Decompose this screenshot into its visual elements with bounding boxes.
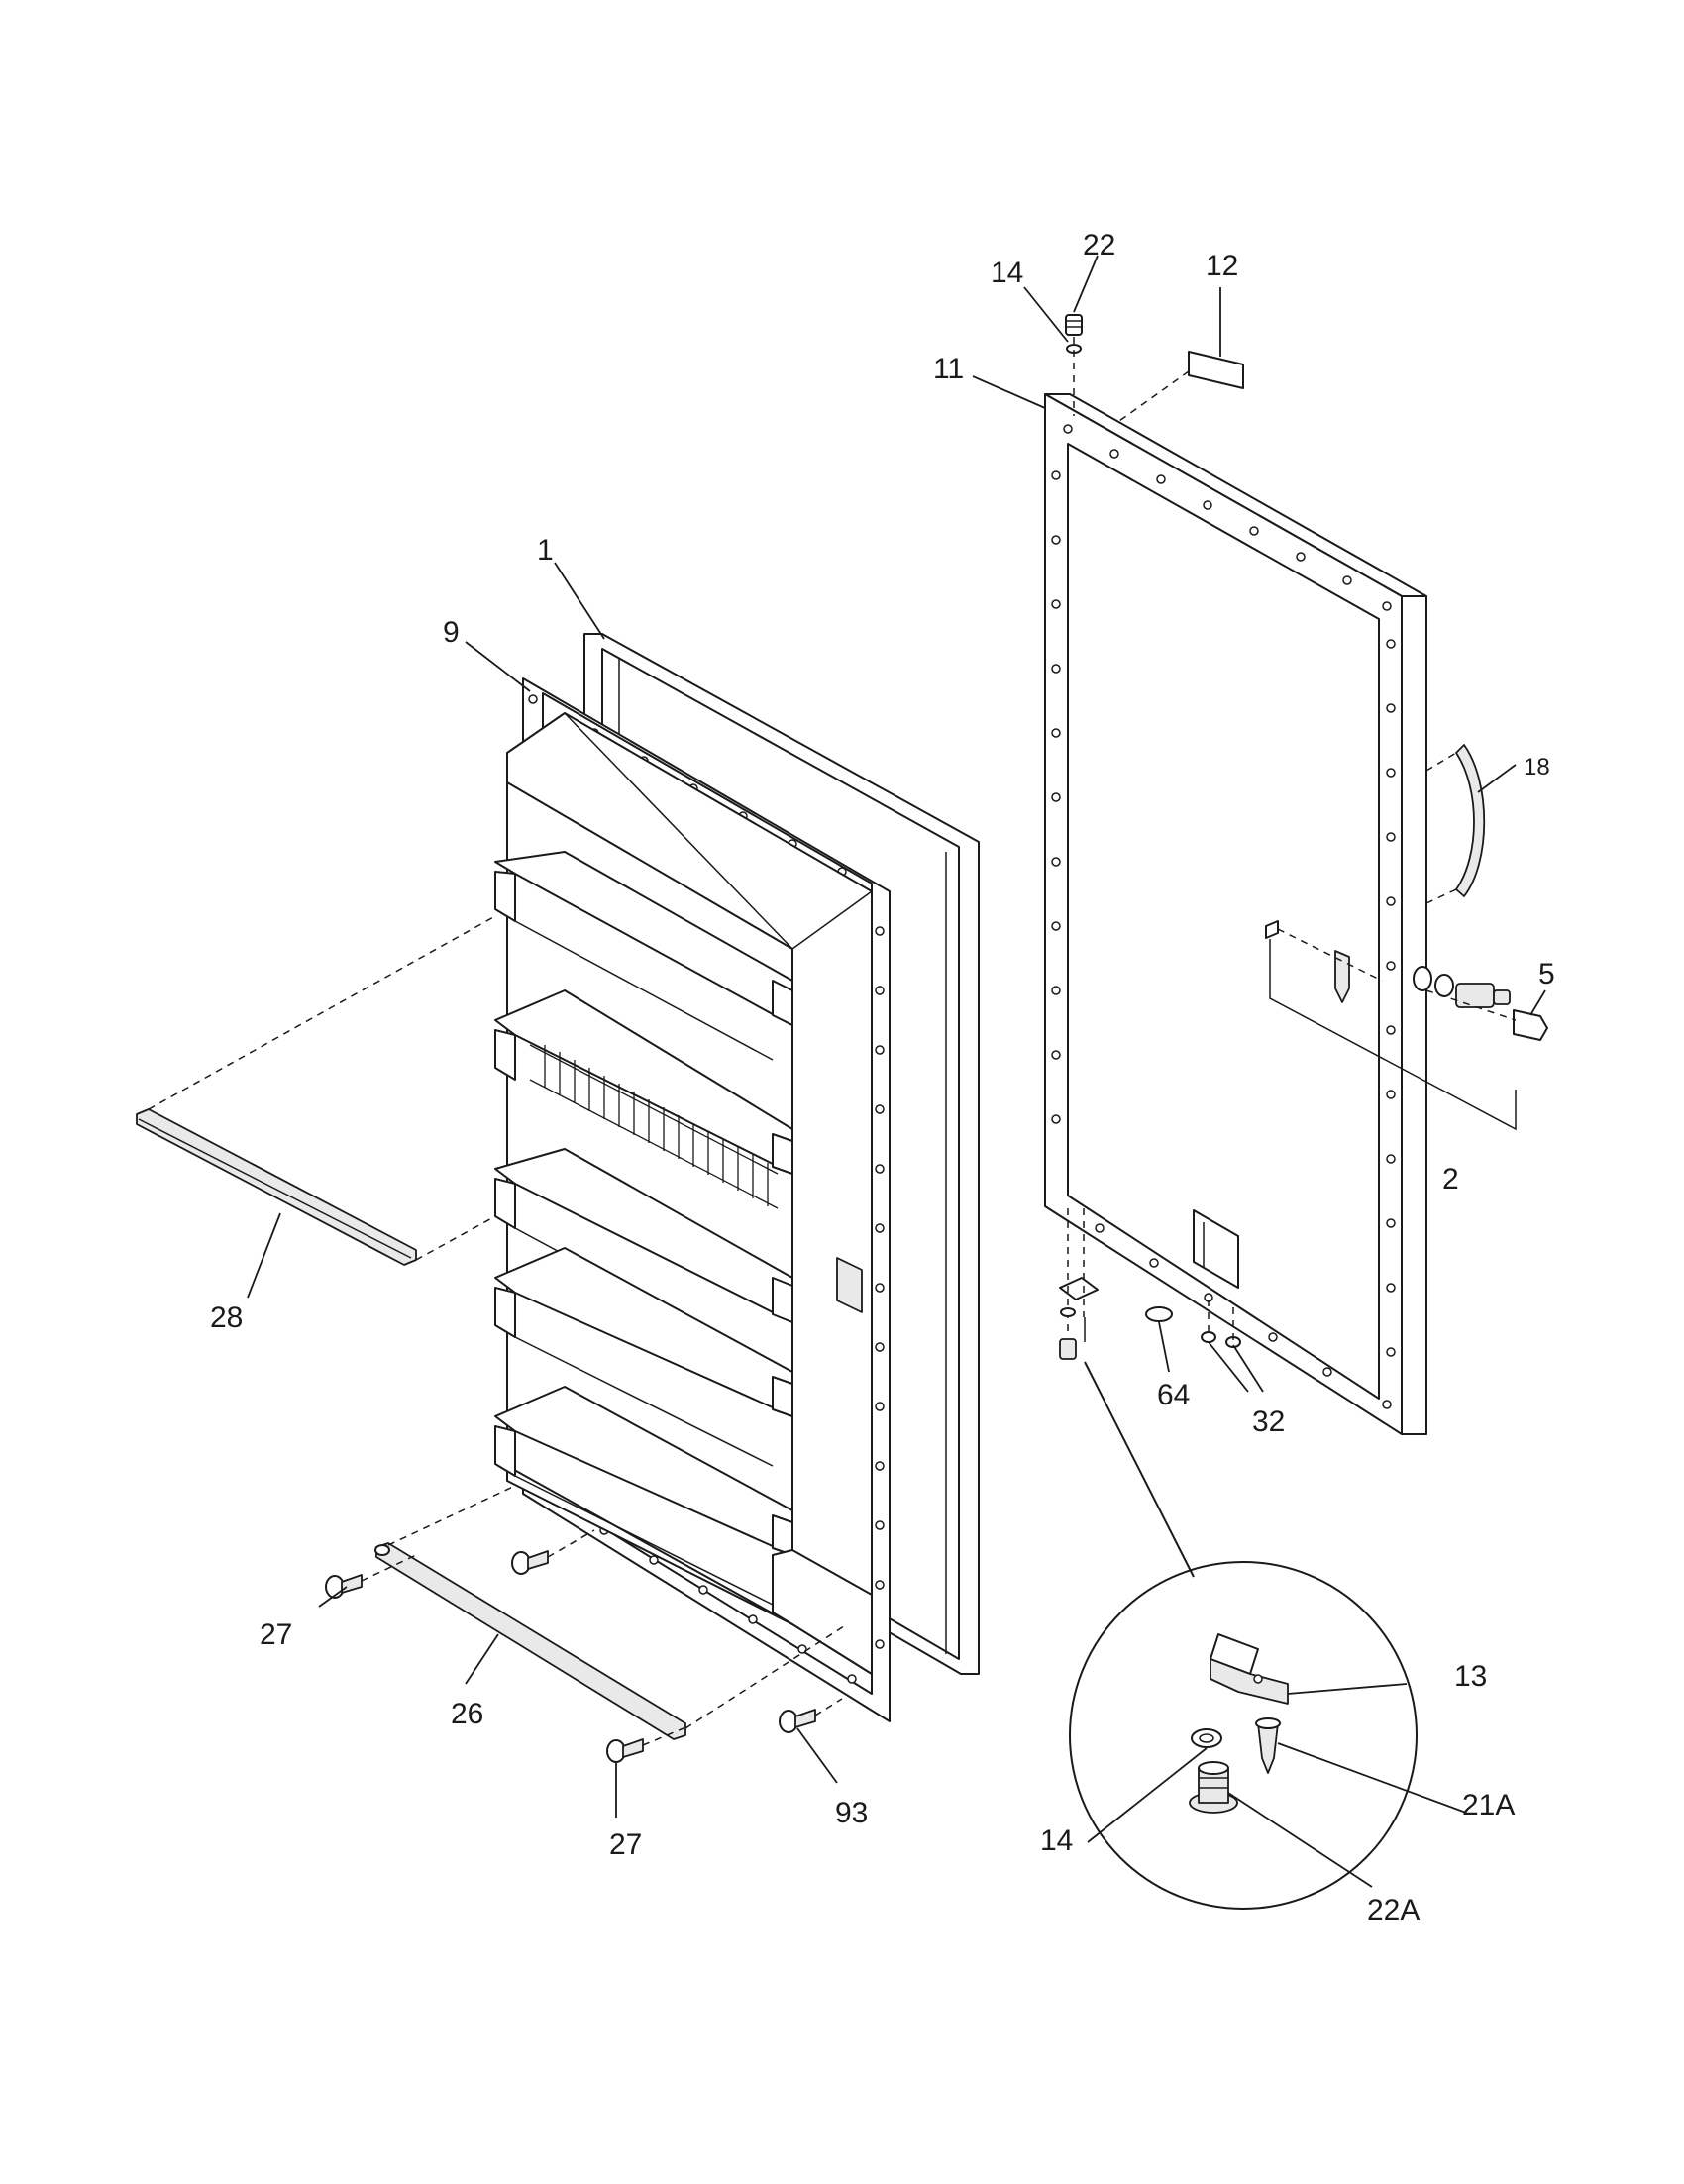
bottom-rail-26: [374, 1485, 848, 1740]
callout-22a: 22A: [1367, 1894, 1420, 1926]
callout-13: 13: [1454, 1660, 1487, 1693]
label-plate: [1118, 351, 1244, 422]
callout-27-left: 27: [260, 1618, 292, 1651]
shelf-2: [494, 989, 793, 1209]
screw-93: [779, 1698, 843, 1733]
callout-5: 5: [1538, 958, 1555, 990]
leader-lines: [247, 255, 1546, 1888]
bottom-hinge-parts: [1059, 1208, 1241, 1360]
detail-view: [1069, 1561, 1418, 1910]
screws: [325, 1529, 843, 1763]
callout-28: 28: [210, 1301, 243, 1334]
callout-26: 26: [451, 1698, 483, 1730]
callout-32: 32: [1252, 1405, 1285, 1438]
bottom-bin: [772, 1549, 873, 1675]
callout-9: 9: [443, 616, 460, 649]
wire-rack: [529, 1044, 779, 1209]
shelf-bar-28: [136, 915, 496, 1266]
callout-64: 64: [1157, 1379, 1190, 1411]
callout-2: 2: [1442, 1163, 1459, 1196]
frame-screw-holes: [1051, 424, 1396, 1409]
callout-22-top: 22: [1083, 229, 1115, 261]
top-hinge-pin: [1065, 314, 1083, 416]
callout-12: 12: [1206, 250, 1238, 282]
callout-14-detail: 14: [1040, 1824, 1073, 1857]
callout-27-bottom: 27: [609, 1828, 642, 1861]
door-shelves: [494, 851, 873, 1675]
shelf-1: [494, 851, 793, 1061]
detail-leader: [1084, 1361, 1195, 1578]
callout-1: 1: [537, 534, 554, 567]
callout-21a: 21A: [1462, 1789, 1515, 1821]
callout-11: 11: [933, 353, 964, 385]
screw-27-bottom: [606, 1727, 684, 1763]
screw-center: [511, 1529, 595, 1575]
shelf-4: [494, 1247, 793, 1467]
door-handle: [1425, 744, 1486, 904]
callout-14-top: 14: [991, 257, 1023, 289]
callout-labels: 1 2 5 9 11 12 13 14 14 18 21A 22 22A 26 …: [210, 229, 1555, 1926]
callout-18: 18: [1524, 754, 1550, 780]
callout-93: 93: [835, 1797, 868, 1829]
lock-assembly: [1265, 920, 1548, 1131]
outer-door-panel: [1044, 393, 1427, 1435]
